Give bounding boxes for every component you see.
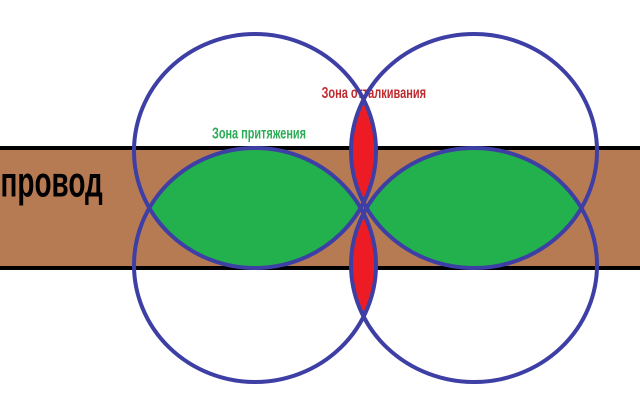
svg-text:Зона притяжения: Зона притяжения	[212, 124, 306, 142]
svg-text:Зона отталкивания: Зона отталкивания	[322, 84, 427, 101]
svg-text:провод: провод	[1, 157, 103, 206]
